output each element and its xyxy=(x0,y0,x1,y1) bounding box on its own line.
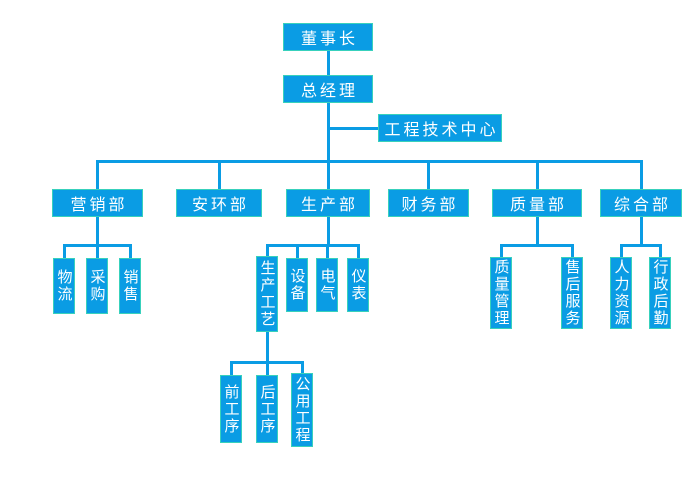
node-electrical: 电气 xyxy=(316,258,338,312)
drop-front-process xyxy=(229,361,233,375)
node-front-process: 前工序 xyxy=(220,375,242,443)
connector-gm-trunk xyxy=(326,103,330,160)
node-back-process: 后工序 xyxy=(256,375,278,443)
drop-logistics xyxy=(62,244,66,258)
drop-equipment xyxy=(295,244,299,258)
node-label: 质量管理 xyxy=(492,259,510,327)
node-label: 销售 xyxy=(121,269,139,303)
production-process-stem xyxy=(265,332,269,361)
node-label: 生产工艺 xyxy=(258,260,276,328)
node-label: 行政后勤 xyxy=(651,259,669,327)
node-chairman: 董事长 xyxy=(283,23,373,51)
node-utility-engineering: 公用工程 xyxy=(291,373,313,447)
drop-general-affairs xyxy=(639,160,643,189)
general-affairs-stem xyxy=(639,217,643,244)
drop-after-sales xyxy=(570,244,574,257)
node-label: 电气 xyxy=(318,268,336,302)
node-label: 物流 xyxy=(55,269,73,303)
node-quality-management: 质量管理 xyxy=(490,257,512,329)
drop-production-process xyxy=(265,244,269,256)
node-label: 采购 xyxy=(88,269,106,303)
drop-electrical xyxy=(325,244,329,258)
node-label: 董事长 xyxy=(300,31,358,48)
drop-back-process xyxy=(265,361,269,375)
drop-human-resources xyxy=(619,244,623,257)
node-logistics: 物流 xyxy=(53,258,75,314)
drop-purchasing xyxy=(95,244,99,258)
connector-chairman-gm xyxy=(326,51,330,75)
node-human-resources: 人力资源 xyxy=(610,257,632,329)
node-label: 后工序 xyxy=(258,383,276,435)
drop-sales xyxy=(128,244,132,258)
quality-stem xyxy=(535,217,539,244)
node-label: 售后服务 xyxy=(563,259,581,327)
general-affairs-bar xyxy=(619,244,662,247)
drop-finance xyxy=(427,160,430,189)
node-label: 人力资源 xyxy=(612,259,630,327)
node-general-affairs: 综合部 xyxy=(600,189,682,217)
node-label: 仪表 xyxy=(349,268,367,302)
node-label: 前工序 xyxy=(222,383,240,435)
node-label: 营销部 xyxy=(70,197,128,214)
node-label: 设备 xyxy=(288,268,306,302)
dept-connector-bar xyxy=(96,160,643,163)
drop-marketing xyxy=(96,160,99,189)
node-instrument: 仪表 xyxy=(347,258,369,312)
node-label: 财务部 xyxy=(401,197,459,214)
node-general-manager: 总经理 xyxy=(283,75,373,103)
production-bar xyxy=(265,244,360,247)
node-label: 工程技术中心 xyxy=(384,122,499,139)
node-equipment: 设备 xyxy=(286,258,308,312)
node-quality: 质量部 xyxy=(492,189,582,217)
node-label: 生产部 xyxy=(300,197,358,214)
node-marketing: 营销部 xyxy=(52,189,143,217)
drop-admin-logistics xyxy=(658,244,662,257)
drop-safety-env xyxy=(217,160,221,189)
node-label: 综合部 xyxy=(613,197,671,214)
node-admin-logistics: 行政后勤 xyxy=(649,257,671,329)
node-sales: 销售 xyxy=(119,258,141,314)
node-after-sales: 售后服务 xyxy=(561,257,583,329)
node-safety-env: 安环部 xyxy=(176,189,262,217)
drop-quality xyxy=(535,160,539,189)
production-stem xyxy=(326,217,330,244)
node-purchasing: 采购 xyxy=(86,258,108,314)
drop-quality-management xyxy=(499,244,503,257)
node-label: 公用工程 xyxy=(293,376,311,444)
marketing-stem xyxy=(96,217,99,244)
connector-eng-center-branch xyxy=(329,127,378,130)
node-label: 总经理 xyxy=(300,83,358,100)
quality-bar xyxy=(499,244,574,247)
node-finance: 财务部 xyxy=(388,189,469,217)
node-production-process: 生产工艺 xyxy=(256,256,278,332)
drop-utility-engineering xyxy=(300,361,304,373)
drop-production xyxy=(326,160,330,189)
node-label: 安环部 xyxy=(191,197,249,214)
node-production: 生产部 xyxy=(286,189,370,217)
node-label: 质量部 xyxy=(509,197,567,214)
node-engineering-center: 工程技术中心 xyxy=(378,114,502,142)
drop-instrument xyxy=(356,244,360,258)
